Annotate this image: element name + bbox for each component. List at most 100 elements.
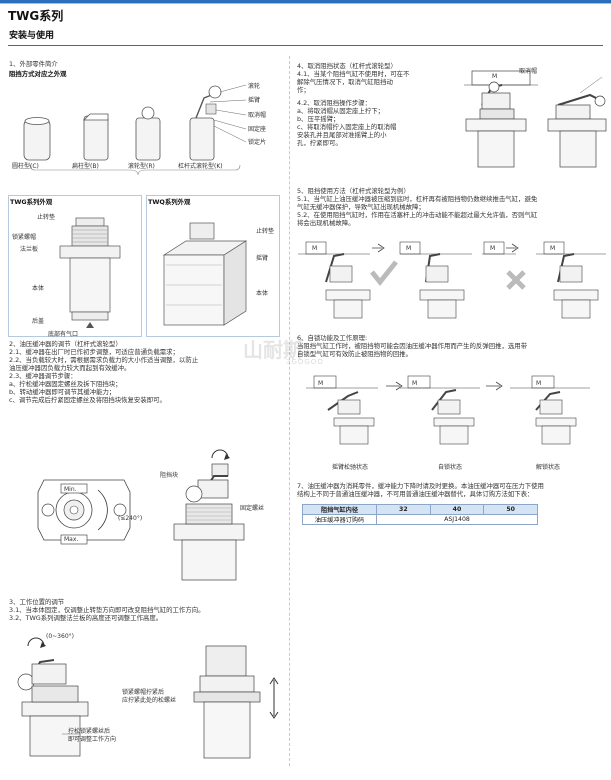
callout-lock-plate: 锁定片 (248, 139, 267, 146)
rotate-range: (0~360°) (46, 633, 74, 640)
column-divider (289, 56, 290, 766)
s2-line-5: a、拧松缓冲器固定螺丝及拆下阻挡块； (9, 380, 122, 388)
table-row: 油压缓冲器订购码 ASJ1408 (302, 514, 538, 525)
table-header-32: 32 (376, 504, 431, 515)
state-unlocked: 解锁状态 (536, 464, 561, 471)
s2-line-2: 2.2、当负载较大时，需根据需求负载力的大小作适当调整，以防止 (9, 356, 199, 364)
twq-label-arm: 摇臂 (256, 255, 269, 262)
s2-line-4: 2.3、缓冲器调节步骤： (9, 372, 77, 380)
height-note-1: 锁紧螺帽拧紧后 (122, 689, 165, 696)
self-lock-figure (306, 375, 590, 445)
s6-block-m-2: M (412, 380, 418, 387)
work-direction-figure (17, 637, 89, 757)
cancel-block-figure (464, 70, 607, 168)
s4-block-m: M (492, 73, 498, 80)
s2-line-7: c、调节完成后拧紧固定螺丝及将阻挡块恢复安装即可。 (9, 396, 166, 404)
direction-note-2: 即可调整工作方向 (68, 736, 117, 743)
s4-line-9: 孔，拧紧即可。 (297, 139, 342, 147)
work-height-figure (193, 645, 279, 759)
twg-label-flange: 法兰板 (20, 246, 39, 253)
callout-fixed-seat: 固定座 (248, 126, 267, 133)
twq-label-stop-pad: 止转垫 (256, 228, 275, 235)
state-locked: 自锁状态 (438, 464, 463, 471)
adjust-dial-figure (37, 479, 131, 545)
roller-cylinder-shape (135, 117, 161, 161)
twg-label-bottom-port: 底部有气口 (48, 331, 79, 338)
s4-line-4: 4.2、取消阻挡操作步骤： (297, 99, 372, 107)
type-roller: 滚轮型(R) (128, 163, 155, 170)
flat-cylinder-shape (83, 115, 109, 161)
series-title: TWG系列 (8, 9, 64, 23)
s5-line-4: 将会出现机械故障。 (297, 219, 355, 227)
buffer-adjust-figure (173, 449, 245, 581)
s1-subtitle: 阻挡方式对应之外观 (9, 70, 67, 78)
type-round: 圆柱型(C) (12, 163, 39, 170)
twg-label-body: 本体 (32, 285, 45, 292)
s2-line-1: 2.1、缓冲器在出厂时已作初步调整，可适应普通负载需求； (9, 348, 179, 356)
s2-line-6: b、转动缓冲器即可调节其缓冲能力； (9, 388, 116, 396)
type-lever-roller: 杠杆式滚轮型(K) (178, 163, 223, 170)
s6-line-1: 当阻挡气缸工作时，被阻挡物可能会因油压缓冲器作用而产生的反弹回推，选用带 (297, 342, 528, 350)
stop-usage-figure (298, 241, 606, 319)
table-header-40: 40 (429, 504, 485, 515)
callout-cancel-cap: 取消帽 (248, 112, 267, 119)
s4-line-8: 安装孔并且尾部对准摇臂上的小 (297, 131, 387, 139)
s6-line-0: 6、自锁功能及工作原理: (297, 334, 368, 342)
twq-title: TWQ系列外观 (148, 198, 191, 206)
s5-block-m-3: M (490, 245, 496, 252)
s5-block-m-2: M (406, 245, 412, 252)
dial-max: Max. (64, 536, 79, 543)
label-fixing-screw: 固定螺丝 (240, 505, 265, 512)
top-accent-bar (0, 0, 611, 3)
section-title: 安装与使用 (9, 31, 55, 41)
s5-block-m-4: M (550, 245, 556, 252)
s3-line-1: 3.1、当本体固定，仅调整止转垫方向即可改变阻挡气缸的工作方向。 (9, 606, 205, 614)
twq-label-body: 本体 (256, 290, 269, 297)
cancel-cap-label: 取消帽 (519, 68, 538, 75)
s1-title: 1、外部零件简介 (9, 60, 58, 68)
section-divider (8, 45, 603, 46)
lever-roller-cylinder-shape (189, 117, 215, 161)
buffer-order-table: 阻挡气缸内径 32 40 50 油压缓冲器订购码 ASJ1408 (302, 504, 538, 525)
watermark: 山耐斯 (243, 338, 303, 362)
s6-block-m-3: M (536, 380, 542, 387)
twg-label-lock-nut: 锁紧螺帽 (12, 234, 37, 241)
watermark-sub: 3GOGOO (286, 358, 324, 366)
s4-line-7: c、将取消帽拧入固定座上的取消帽 (297, 123, 397, 131)
s2-line-3: 油压缓冲器因负载力较大而起到有效缓冲。 (9, 364, 131, 372)
s5-line-2: 气缸无缓冲器保护，导致气缸出现机械故障； (297, 203, 425, 211)
top-accent-line (0, 3, 611, 4)
s6-block-m-1: M (318, 380, 324, 387)
type-flat: 扁柱型(B) (72, 163, 99, 170)
s7-line-1: 结构上不同于普通油压缓冲器，不可用普通油压缓冲器替代，具体订购方法如下表： (297, 490, 534, 498)
s4-line-1: 4.1、当某个阻挡气缸不使用时，可在不 (297, 70, 410, 78)
table-row-label: 油压缓冲器订购码 (302, 514, 377, 525)
s3-line-0: 3、工作位置的调节 (9, 598, 65, 606)
s4-line-2: 解除气压情况下，取消气缸阻挡动 (297, 78, 393, 86)
dial-min: Min. (64, 486, 77, 493)
table-header-50: 50 (483, 504, 538, 515)
s4-line-6: b、压平摇臂； (297, 115, 340, 123)
s5-block-m-1: M (312, 245, 318, 252)
direction-note-1: 拧松锁紧螺丝后 (68, 728, 111, 735)
s7-line-0: 7、油压缓冲器为消耗零件，缓冲能力下降时请及时更换。本油压缓冲器可在压力下使用 (297, 482, 544, 490)
table-header-row: 阻挡气缸内径 32 40 50 (302, 504, 538, 515)
callout-roller: 滚轮 (248, 83, 261, 90)
state-relaxed: 摇臂松驰状态 (332, 464, 369, 471)
twg-cylinder-figure (59, 217, 121, 328)
dial-angle: (≤240°) (118, 515, 143, 522)
twg-title: TWG系列外观 (10, 198, 53, 206)
s3-line-2: 3.2、TWG系列调整法兰板的高度还可调整工作高度。 (9, 614, 163, 622)
s5-line-0: 5、阻挡使用方法（杠杆式滚轮型为例） (297, 187, 410, 195)
s4-line-0: 4、取消阻挡状态（杠杆式滚轮型） (297, 62, 397, 70)
round-cylinder-shape (23, 119, 51, 161)
table-row-value: ASJ1408 (376, 514, 538, 525)
s5-line-3: 5.2、在使用阻挡气缸时，作用在活塞杆上的冲击动能不能超过最大允许值，否则气缸 (297, 211, 538, 219)
s4-line-5: a、将取消帽从固定座上拧下； (297, 107, 384, 115)
twq-cylinder-figure (162, 222, 248, 326)
table-header-bore: 阻挡气缸内径 (302, 504, 377, 515)
twg-label-rear-cover: 后盖 (32, 318, 45, 325)
cylinder-types-figure (23, 84, 247, 176)
twg-label-stop-pad: 止转垫 (37, 214, 56, 221)
s4-line-3: 作； (297, 86, 310, 94)
